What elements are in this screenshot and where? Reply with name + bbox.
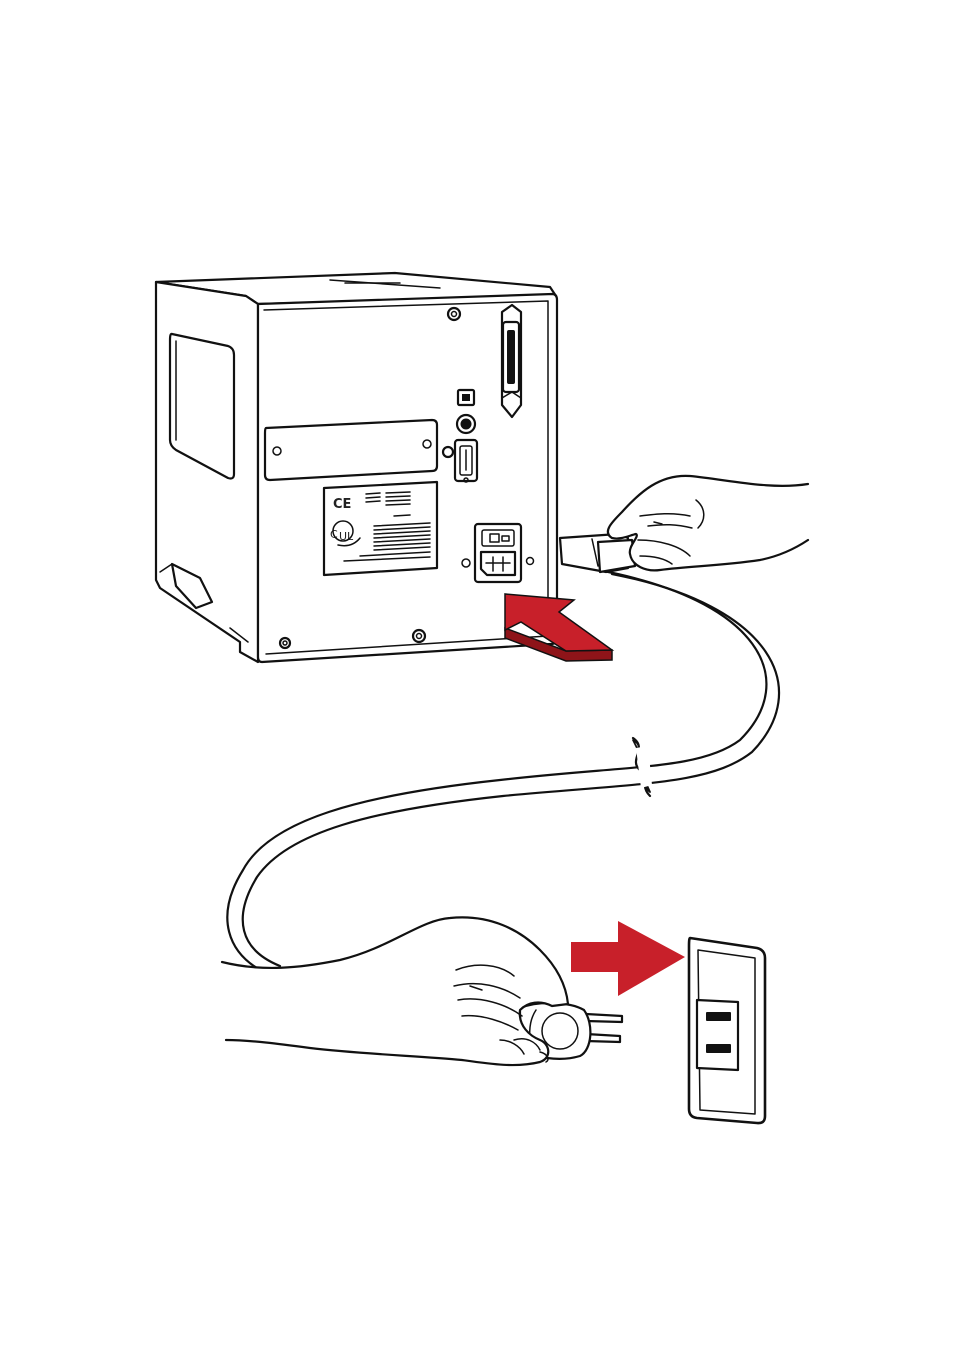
lower-hand-with-plug — [222, 917, 622, 1065]
outlet-socket-bottom — [706, 1044, 731, 1053]
usb-port — [458, 390, 474, 405]
serial-port — [455, 440, 477, 482]
option-slot-cover — [265, 420, 437, 480]
regulatory-label: CE C UL — [324, 482, 437, 575]
arrow-body — [571, 921, 685, 996]
outlet-socket-top — [706, 1012, 731, 1021]
screw-bottom-left — [280, 638, 290, 648]
screw-bottom-middle — [413, 630, 425, 642]
wall-outlet — [689, 938, 765, 1123]
ps2-port — [457, 415, 475, 433]
parallel-port — [502, 305, 521, 417]
plug-prong-top — [586, 1014, 622, 1022]
upper-hand-with-connector — [560, 476, 808, 572]
screw-top — [448, 308, 460, 320]
screw-middle — [443, 447, 453, 457]
label-mark-ce: CE — [333, 497, 351, 512]
printer: CE C UL — [156, 273, 557, 662]
arrow-to-wall-outlet — [571, 921, 685, 996]
